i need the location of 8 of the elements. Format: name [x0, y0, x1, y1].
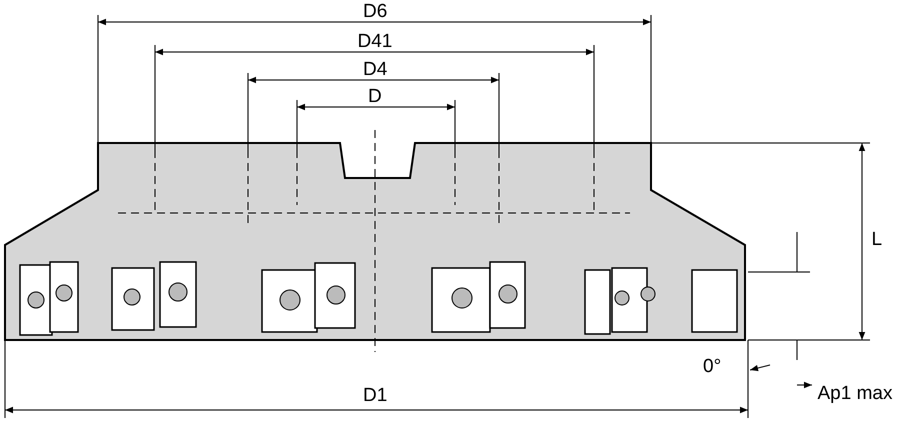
dimension-label: 0° [703, 357, 722, 377]
dimension-label: D1 [363, 386, 388, 406]
dimension-label: D41 [358, 32, 392, 52]
dimension-label: Ap1 max [818, 384, 892, 404]
dimension-label: D6 [363, 2, 388, 22]
dimension-label: D [368, 87, 382, 107]
dimension-label: L [872, 230, 882, 250]
dimension-label: D4 [363, 60, 388, 80]
